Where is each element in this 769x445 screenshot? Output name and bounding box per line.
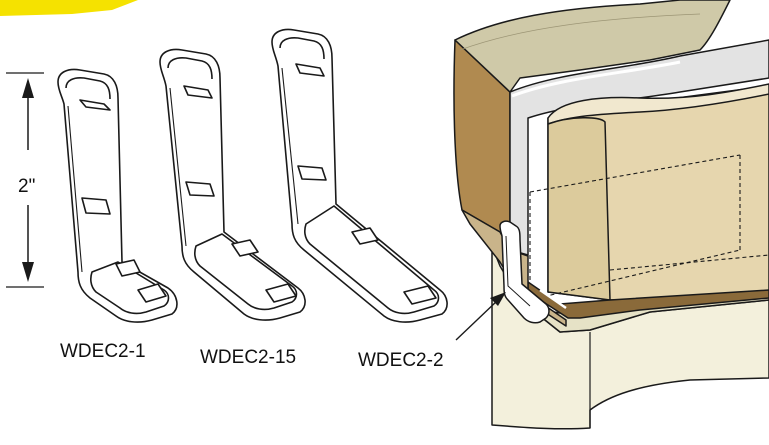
membrane-layer	[509, 39, 769, 256]
clip-wdec2-1	[57, 68, 178, 323]
dimension-arrow-up-icon	[22, 78, 34, 98]
dimension-label: 2"	[18, 176, 35, 197]
insulation-side	[547, 117, 611, 301]
soil-top	[454, 0, 731, 93]
dimension-indicator: 2"	[6, 72, 44, 288]
part-label-wdec2-1: WDEC2-1	[60, 341, 146, 362]
clip-wdec2-2	[271, 28, 448, 323]
callout-line	[455, 299, 499, 341]
part-label-wdec2-2: WDEC2-2	[358, 350, 444, 371]
insulation-top	[547, 83, 769, 125]
part-label-wdec2-15: WDEC2-15	[200, 347, 296, 368]
sill-plate	[527, 281, 769, 319]
callout-arrow-icon	[490, 292, 506, 306]
clip-wdec2-15	[159, 48, 306, 321]
dimension-arrow-down-icon	[22, 262, 34, 282]
badge-corner	[0, 0, 138, 16]
installation-cutaway	[453, 0, 769, 430]
installed-clip	[499, 220, 550, 324]
